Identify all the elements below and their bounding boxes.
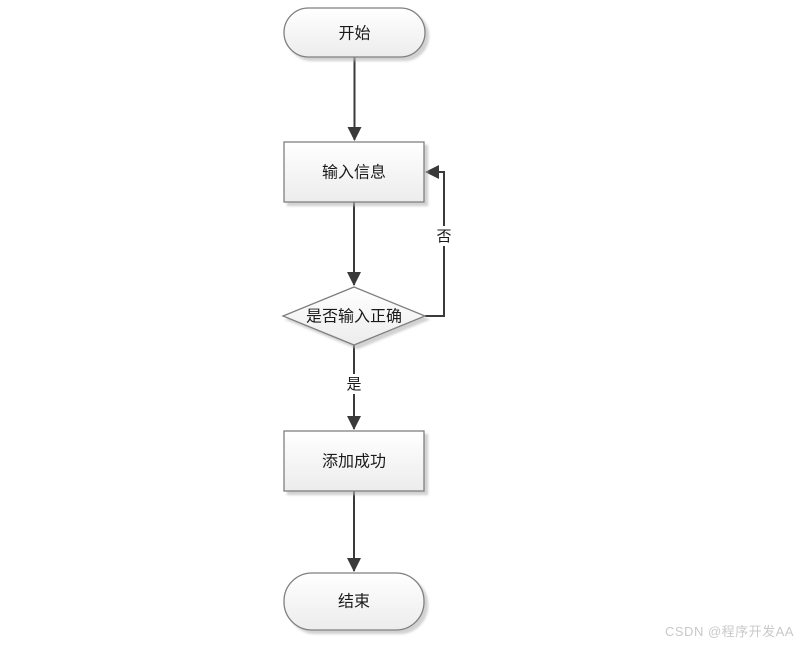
node-input-shape: [283, 141, 425, 203]
node-success: 添加成功: [283, 430, 425, 492]
node-end-label: 结束: [338, 592, 370, 611]
node-check: 是否输入正确: [281, 286, 427, 346]
node-check-label: 是否输入正确: [306, 307, 402, 326]
edge-label-yes-text: 是: [346, 375, 361, 393]
watermark: CSDN @程序开发AA: [665, 624, 794, 639]
node-start: 开始: [283, 7, 426, 58]
edge-label-no: 否: [435, 226, 453, 246]
edge-label-yes-bg: [345, 374, 363, 394]
node-end: 结束: [283, 572, 425, 631]
node-end-shape: [283, 572, 425, 631]
node-start-shape: [283, 7, 426, 58]
node-input: 输入信息: [283, 141, 425, 203]
node-check-shape: [281, 286, 427, 346]
node-start-label: 开始: [338, 24, 370, 43]
edge-label-no-bg: [435, 226, 453, 246]
node-input-label: 输入信息: [322, 163, 386, 182]
node-success-shape: [283, 430, 425, 492]
edge-label-yes: 是: [345, 374, 363, 394]
node-success-label: 添加成功: [322, 452, 386, 471]
edge-label-no-text: 否: [436, 227, 451, 245]
